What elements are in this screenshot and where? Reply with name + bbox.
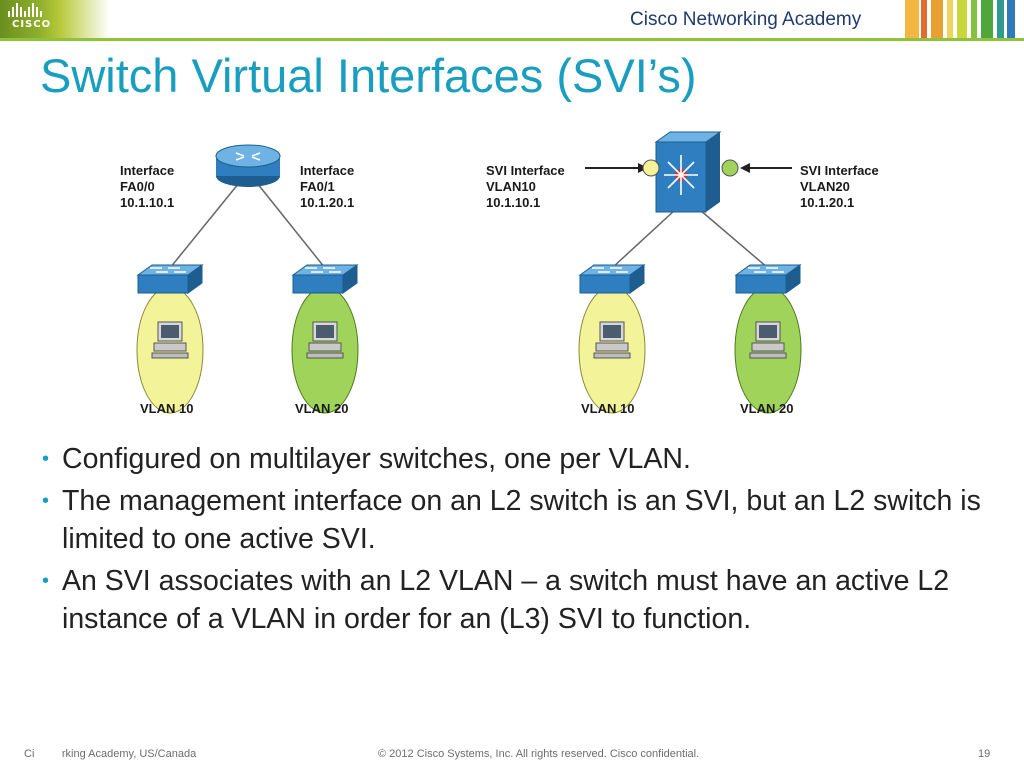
left-topology: Interface FA0/0 10.1.10.1 Interface FA0/… bbox=[120, 144, 359, 416]
cisco-logo-text: CISCO bbox=[12, 19, 52, 30]
vlan20-label: VLAN 20 bbox=[295, 401, 348, 416]
slide-title: Switch Virtual Interfaces (SVI’s) bbox=[40, 49, 697, 102]
label-fa00-line3: 10.1.10.1 bbox=[120, 195, 174, 210]
label-svi20-line3: 10.1.20.1 bbox=[800, 195, 854, 210]
decorative-stripes bbox=[905, 0, 1015, 38]
bullet-list: • Configured on multilayer switches, one … bbox=[40, 440, 1000, 642]
label-fa01-line3: 10.1.20.1 bbox=[300, 195, 354, 210]
multilayer-switch-icon bbox=[654, 131, 722, 213]
vlan10-label: VLAN 10 bbox=[581, 401, 634, 416]
svi-diagram: Interface FA0/0 10.1.10.1 Interface FA0/… bbox=[120, 131, 879, 416]
switch-icon bbox=[735, 264, 801, 294]
vlan20-label: VLAN 20 bbox=[740, 401, 793, 416]
label-svi20-line1: SVI Interface bbox=[800, 163, 879, 178]
footer-copyright: © 2012 Cisco Systems, Inc. All rights re… bbox=[378, 748, 700, 760]
bullet-dot-icon: • bbox=[42, 570, 50, 592]
bullet-item: • The management interface on an L2 switc… bbox=[40, 482, 1000, 558]
footer: Ci rking Academy, US/Canada © 2012 Cisco… bbox=[0, 745, 1024, 765]
academy-title: Cisco Networking Academy bbox=[630, 9, 862, 30]
bullet-text: An SVI associates with an L2 VLAN – a sw… bbox=[62, 565, 950, 635]
cisco-logo: CISCO bbox=[4, 2, 66, 34]
bullet-item: • Configured on multilayer switches, one … bbox=[40, 440, 1000, 478]
label-fa01-line2: FA0/1 bbox=[300, 179, 335, 194]
arrow-left-icon bbox=[740, 163, 750, 173]
router-icon bbox=[215, 144, 281, 187]
header-bar: CISCO Cisco Networking Academy bbox=[0, 0, 1024, 41]
label-svi10-line3: 10.1.10.1 bbox=[486, 195, 540, 210]
footer-academy: Ci rking Academy, US/Canada bbox=[24, 748, 197, 760]
label-svi10-line2: VLAN10 bbox=[486, 179, 536, 194]
vlan10-label: VLAN 10 bbox=[140, 401, 193, 416]
label-fa00-line2: FA0/0 bbox=[120, 179, 155, 194]
label-svi20-line2: VLAN20 bbox=[800, 179, 850, 194]
svi-vlan20-dot bbox=[721, 159, 739, 177]
right-topology: SVI Interface VLAN10 10.1.10.1 SVI Inter… bbox=[486, 131, 879, 416]
label-svi10-line1: SVI Interface bbox=[486, 163, 565, 178]
switch-icon bbox=[292, 264, 358, 294]
label-fa00-line1: Interface bbox=[120, 163, 174, 178]
page-number: 19 bbox=[978, 748, 991, 760]
svi-vlan10-dot bbox=[642, 159, 660, 177]
bullet-item: • An SVI associates with an L2 VLAN – a s… bbox=[40, 562, 1000, 638]
bullet-dot-icon: • bbox=[42, 490, 50, 512]
cisco-bars-icon bbox=[8, 3, 42, 17]
bullet-dot-icon: • bbox=[42, 448, 50, 470]
bullet-text: Configured on multilayer switches, one p… bbox=[62, 443, 691, 475]
label-fa01-line1: Interface bbox=[300, 163, 354, 178]
bullet-text: The management interface on an L2 switch… bbox=[62, 485, 981, 555]
switch-icon bbox=[137, 264, 203, 294]
switch-icon bbox=[579, 264, 645, 294]
